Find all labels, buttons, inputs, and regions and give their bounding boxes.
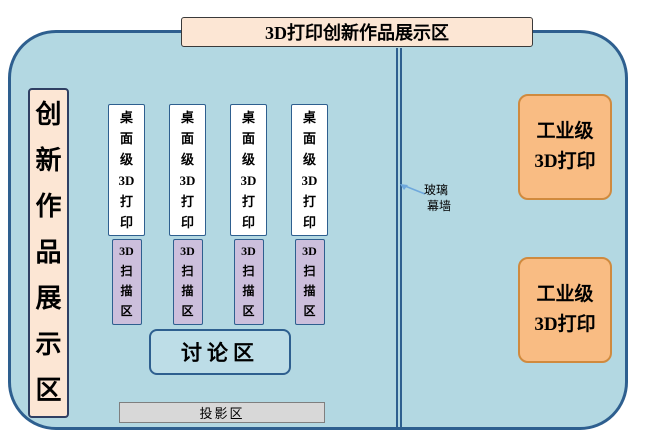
scanner-zone: 3D 扫 描 区	[233, 239, 264, 325]
scanner-zone: 3D 扫 描 区	[111, 239, 142, 325]
innovation-display-zone-label: 创 新 作 品 展 示 区	[28, 88, 69, 418]
diagram-title: 3D打印创新作品展示区	[181, 17, 533, 47]
desktop-printer-zone: 桌 面 级 3D 打 印	[230, 104, 267, 236]
printer-column: 桌 面 级 3D 打 印 3D 扫 描 区	[169, 104, 206, 325]
projection-zone: 投影区	[119, 402, 325, 423]
glass-curtain-wall-label: 玻璃 幕墙	[424, 183, 452, 213]
industrial-printer-zone: 工业级 3D打印	[518, 257, 612, 363]
desktop-printer-zone: 桌 面 级 3D 打 印	[108, 104, 145, 236]
desktop-printer-zone: 桌 面 级 3D 打 印	[169, 104, 206, 236]
glass-curtain-wall-line	[396, 48, 402, 427]
glass-wall-arrow-icon	[400, 184, 426, 195]
industrial-printer-zone: 工业级 3D打印	[518, 94, 612, 200]
printer-column: 桌 面 级 3D 打 印 3D 扫 描 区	[230, 104, 267, 325]
scanner-zone: 3D 扫 描 区	[172, 239, 203, 325]
desktop-printer-zone: 桌 面 级 3D 打 印	[291, 104, 328, 236]
scanner-zone: 3D 扫 描 区	[294, 239, 325, 325]
discussion-zone: 讨论区	[149, 329, 291, 375]
printer-column: 桌 面 级 3D 打 印 3D 扫 描 区	[291, 104, 328, 325]
printer-column: 桌 面 级 3D 打 印 3D 扫 描 区	[108, 104, 145, 325]
